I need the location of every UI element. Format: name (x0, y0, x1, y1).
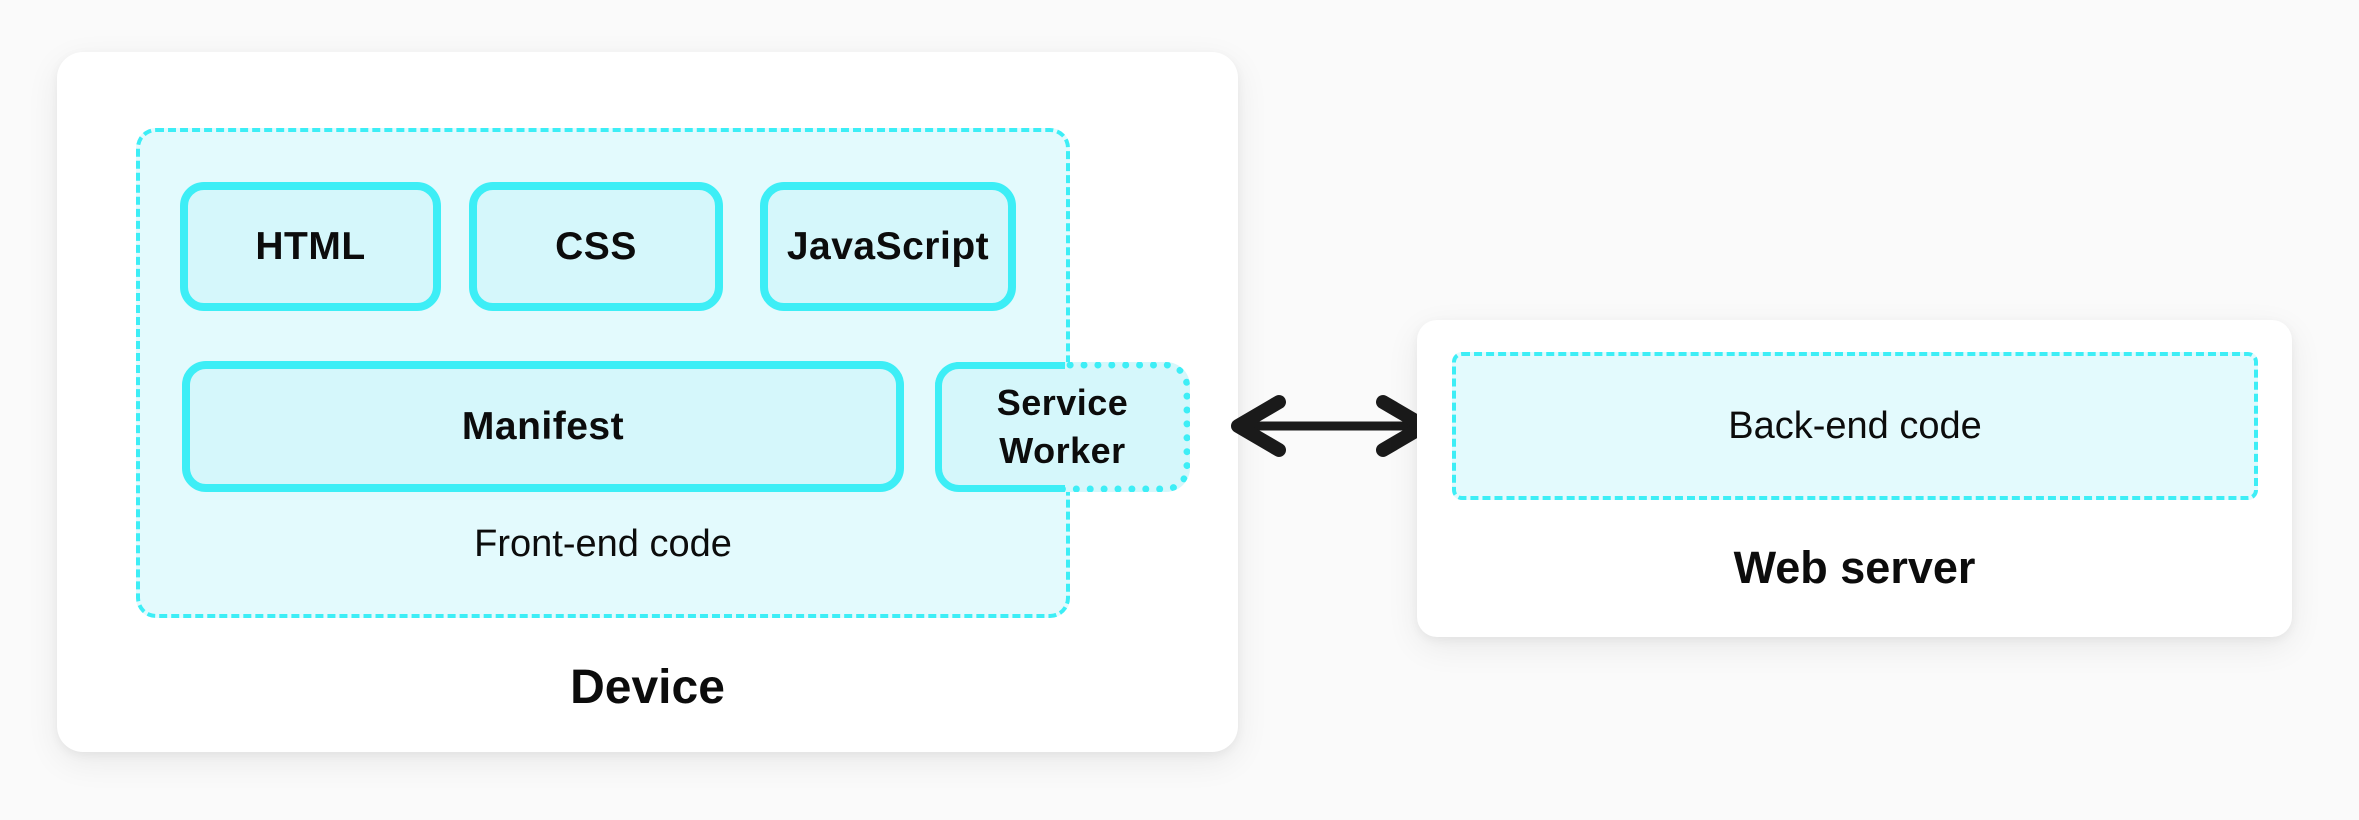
sync-double-arrow-icon (1222, 393, 1440, 459)
manifest-block: Manifest (182, 361, 904, 492)
javascript-block-label: JavaScript (786, 224, 990, 268)
manifest-block-label: Manifest (461, 404, 625, 448)
javascript-block: JavaScript (760, 182, 1016, 311)
backend-code-label: Back-end code (1728, 404, 1982, 447)
html-block-label: HTML (255, 224, 366, 268)
css-block: CSS (469, 182, 723, 311)
backend-code-box: Back-end code (1452, 352, 2258, 500)
device-label: Device (570, 661, 725, 714)
service-worker-block-label: Service Worker (996, 382, 1129, 471)
web-server-label: Web server (1733, 542, 1976, 593)
frontend-code-label: Front-end code (474, 523, 732, 565)
service-worker-block: Service Worker (935, 362, 1190, 492)
html-block: HTML (180, 182, 441, 311)
css-block-label: CSS (555, 224, 637, 268)
